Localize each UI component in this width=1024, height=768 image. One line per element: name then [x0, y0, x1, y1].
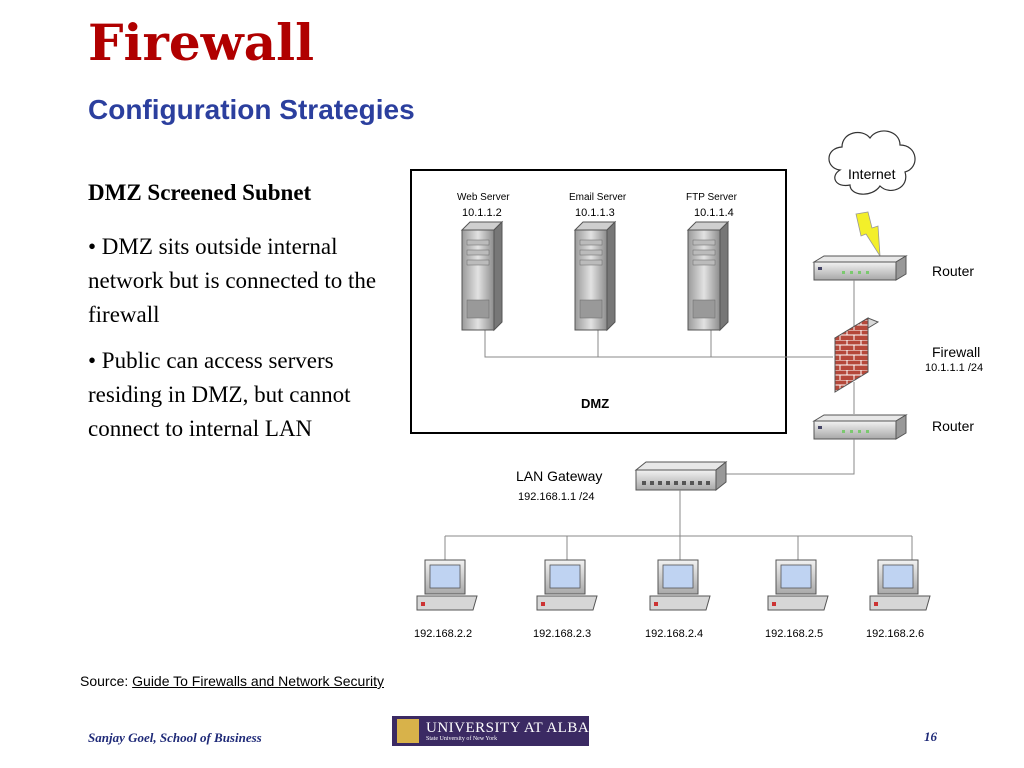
server-ip-ftp: 10.1.1.4	[694, 207, 734, 219]
server-name-web: Web Server	[457, 192, 510, 203]
client-ip-3: 192.168.2.4	[645, 628, 704, 640]
dmz-box	[410, 169, 787, 434]
router-bottom-label: Router	[932, 418, 975, 434]
logo-text: UNIVERSITY AT ALBANY	[426, 720, 612, 736]
firewall-icon	[833, 317, 880, 393]
pc-icon	[649, 559, 711, 611]
page-number: 16	[924, 729, 937, 744]
source-link[interactable]: Guide To Firewalls and Network Security	[132, 673, 384, 689]
source-prefix: Source:	[80, 673, 133, 689]
switch-icon	[634, 460, 728, 492]
pc-icon	[416, 559, 478, 611]
router-top-label: Router	[932, 263, 975, 279]
cloud-icon	[828, 130, 916, 195]
firewall-ip: 10.1.1.1 /24	[925, 362, 984, 374]
gateway-label: LAN Gateway	[516, 468, 603, 484]
pc-icon	[767, 559, 829, 611]
server-ip-web: 10.1.1.2	[462, 207, 502, 219]
slide-subtitle: Configuration Strategies	[88, 94, 415, 125]
dmz-bus-line	[484, 330, 833, 358]
logo-subtext: State University of New York	[426, 736, 498, 742]
server-icon	[573, 220, 617, 332]
bullet-2: • Public can access servers residing in …	[88, 348, 351, 441]
source-line: Source: Guide To Firewalls and Network S…	[80, 673, 384, 689]
server-ip-email: 10.1.1.3	[575, 207, 615, 219]
router-gateway-line	[720, 439, 855, 475]
server-name-ftp: FTP Server	[686, 192, 737, 203]
internet-label: Internet	[848, 166, 896, 182]
university-logo: UNIVERSITY AT ALBANY State University of…	[392, 716, 611, 746]
section-heading: DMZ Screened Subnet	[88, 180, 312, 205]
dmz-label: DMZ	[581, 396, 610, 411]
bullet-1: • DMZ sits outside internal network but …	[88, 234, 377, 327]
bullet-list: • DMZ sits outside internal network but …	[88, 230, 398, 458]
router-icon	[812, 414, 908, 440]
server-icon	[460, 220, 504, 332]
firewall-label: Firewall	[932, 344, 981, 360]
gateway-ip: 192.168.1.1 /24	[518, 491, 595, 503]
pc-icon	[869, 559, 931, 611]
slide-title: Firewall	[88, 13, 315, 72]
footer-author: Sanjay Goel, School of Business	[88, 730, 262, 745]
client-ip-5: 192.168.2.6	[866, 628, 925, 640]
seal-icon	[397, 719, 419, 743]
router-icon	[812, 255, 908, 281]
lightning-icon	[855, 211, 881, 257]
client-ip-4: 192.168.2.5	[765, 628, 824, 640]
client-ip-1: 192.168.2.2	[414, 628, 473, 640]
server-icon	[686, 220, 730, 332]
client-ip-2: 192.168.2.3	[533, 628, 592, 640]
pc-icon	[536, 559, 598, 611]
server-name-email: Email Server	[569, 192, 627, 203]
